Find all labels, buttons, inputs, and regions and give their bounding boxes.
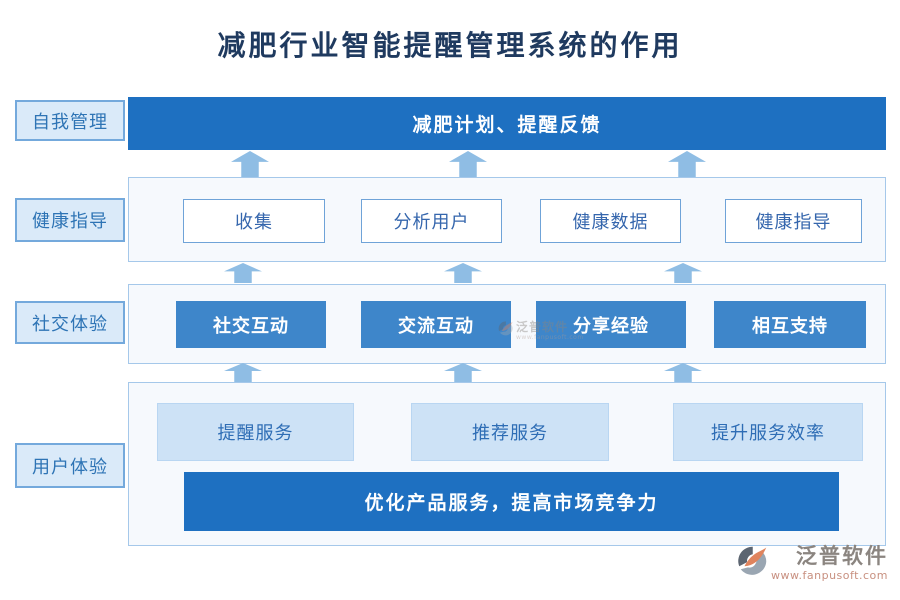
box-recommend-service: 推荐服务: [411, 403, 609, 461]
box-reminder-service: 提醒服务: [157, 403, 354, 461]
side-label-social-experience: 社交体验: [15, 301, 125, 344]
row-user-experience: 提醒服务 推荐服务 提升服务效率 优化产品服务，提高市场竞争力: [128, 382, 886, 546]
up-arrow-icon: [449, 151, 487, 177]
page-title: 减肥行业智能提醒管理系统的作用: [217, 29, 683, 62]
row-health-guidance: 收集 分析用户 健康数据 健康指导: [128, 177, 886, 262]
up-arrow-icon: [444, 363, 482, 382]
footer-brand: 泛普软件: [796, 544, 888, 568]
row-social-experience: 社交互动 交流互动 分享经验 相互支持: [128, 284, 886, 364]
box-health-data: 健康数据: [540, 199, 681, 243]
up-arrow-icon: [444, 263, 482, 283]
side-label-health-guidance: 健康指导: [15, 198, 125, 242]
top-bar-plan-feedback: 减肥计划、提醒反馈: [128, 97, 886, 150]
up-arrow-icon: [224, 363, 262, 382]
box-collect: 收集: [183, 199, 325, 243]
footer-logo: 泛普软件 www.fanpusoft.com: [737, 546, 888, 581]
footer-url: www.fanpusoft.com: [771, 569, 888, 582]
box-mutual-support: 相互支持: [714, 301, 866, 348]
up-arrow-icon: [664, 263, 702, 283]
fanpu-logo-icon: [738, 546, 767, 575]
up-arrow-icon: [224, 263, 262, 283]
up-arrow-icon: [664, 363, 702, 382]
box-analyze-users: 分析用户: [361, 199, 502, 243]
up-arrow-icon: [668, 151, 706, 177]
bottom-bar-optimize-products: 优化产品服务，提高市场竞争力: [184, 472, 839, 531]
box-communication: 交流互动: [361, 301, 511, 348]
box-service-efficiency: 提升服务效率: [673, 403, 863, 461]
side-label-self-management: 自我管理: [15, 100, 125, 141]
side-label-user-experience: 用户体验: [15, 443, 125, 488]
box-social-interaction: 社交互动: [176, 301, 326, 348]
up-arrow-icon: [231, 151, 269, 177]
box-health-guidance: 健康指导: [725, 199, 862, 243]
box-share-experience: 分享经验: [536, 301, 686, 348]
